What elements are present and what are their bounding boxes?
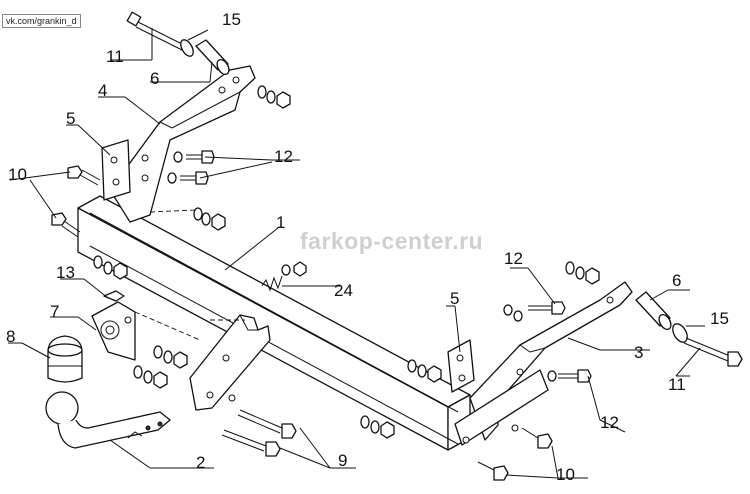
callout-11-right: 11	[668, 375, 686, 394]
spring	[261, 261, 307, 292]
callout-24: 24	[334, 281, 353, 300]
callout-11-top: 11	[106, 47, 124, 66]
watermark: farkop-center.ru	[300, 228, 484, 254]
callout-6-right: 6	[672, 271, 682, 290]
callout-12-bottom: 12	[600, 413, 619, 432]
bolts-10-left	[51, 165, 101, 238]
callout-9: 9	[338, 451, 348, 470]
bolts-9	[221, 409, 297, 457]
callout-8: 8	[6, 327, 16, 346]
callout-15-right: 15	[710, 309, 729, 328]
socket-bracket	[91, 255, 201, 361]
callout-5-right: 5	[450, 289, 460, 308]
callout-15-top: 15	[222, 10, 241, 29]
callout-7: 7	[50, 302, 60, 321]
beam-nut-stack-upper	[149, 207, 226, 231]
bolt-12-mid	[528, 301, 566, 315]
callout-6-top: 6	[150, 69, 160, 88]
callout-3: 3	[634, 343, 644, 362]
beam-nut-stack-lower	[133, 345, 188, 389]
tow-ball-arm	[45, 391, 171, 449]
bolts-12-left	[167, 150, 215, 185]
bolt-12-bottom	[547, 369, 592, 383]
left-mount-plate	[101, 139, 131, 201]
left-side-bracket	[109, 65, 256, 223]
callout-12-mid: 12	[504, 249, 523, 268]
right-mount-plate	[447, 339, 475, 393]
callout-13: 13	[56, 263, 75, 282]
ball-cover	[47, 335, 83, 383]
callout-5-left: 5	[66, 109, 76, 128]
callout-4: 4	[98, 81, 108, 100]
bracket-nut-stack-top	[257, 85, 291, 109]
callout-12-top: 12	[274, 147, 293, 166]
callout-10-bottom: 10	[556, 465, 575, 484]
center-mount-bracket	[189, 314, 271, 411]
callout-2: 2	[196, 453, 206, 472]
right-nut-stacks	[360, 261, 600, 439]
source-tag: vk.com/grankin_d	[2, 14, 81, 28]
callout-10-left: 10	[8, 165, 27, 184]
callout-1: 1	[276, 213, 286, 232]
leader-lines	[8, 28, 705, 479]
bolts-10-bottom	[477, 427, 553, 481]
right-bolt-set	[635, 291, 743, 367]
top-bolt-set	[126, 11, 230, 76]
right-side-bracket	[454, 281, 633, 446]
